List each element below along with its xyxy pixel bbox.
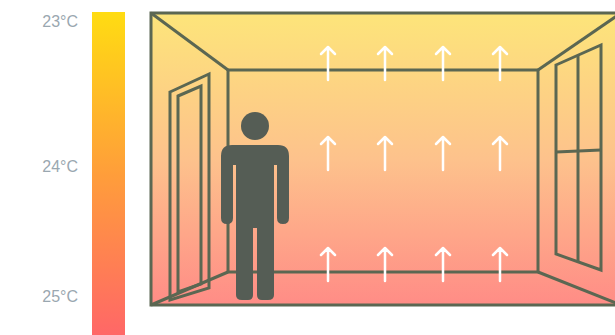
temperature-label: 23°C <box>42 14 78 30</box>
temperature-bar <box>92 12 125 335</box>
room-outline <box>151 13 615 305</box>
temperature-label: 25°C <box>42 289 78 305</box>
heat-arrow <box>436 248 450 281</box>
heat-arrow <box>493 248 507 281</box>
heat-arrow <box>321 248 335 281</box>
heat-arrow <box>378 47 392 80</box>
door <box>170 74 209 300</box>
heat-arrow <box>436 47 450 80</box>
person <box>221 112 289 300</box>
heat-arrows <box>321 47 507 281</box>
heat-arrow <box>378 248 392 281</box>
heat-arrow <box>321 137 335 170</box>
temperature-label: 24°C <box>42 159 78 175</box>
window <box>556 45 601 270</box>
room-fill <box>151 13 615 305</box>
heat-arrow <box>378 137 392 170</box>
heat-arrow <box>436 137 450 170</box>
heat-arrow <box>493 47 507 80</box>
heat-arrow <box>321 47 335 80</box>
heat-arrow <box>493 137 507 170</box>
